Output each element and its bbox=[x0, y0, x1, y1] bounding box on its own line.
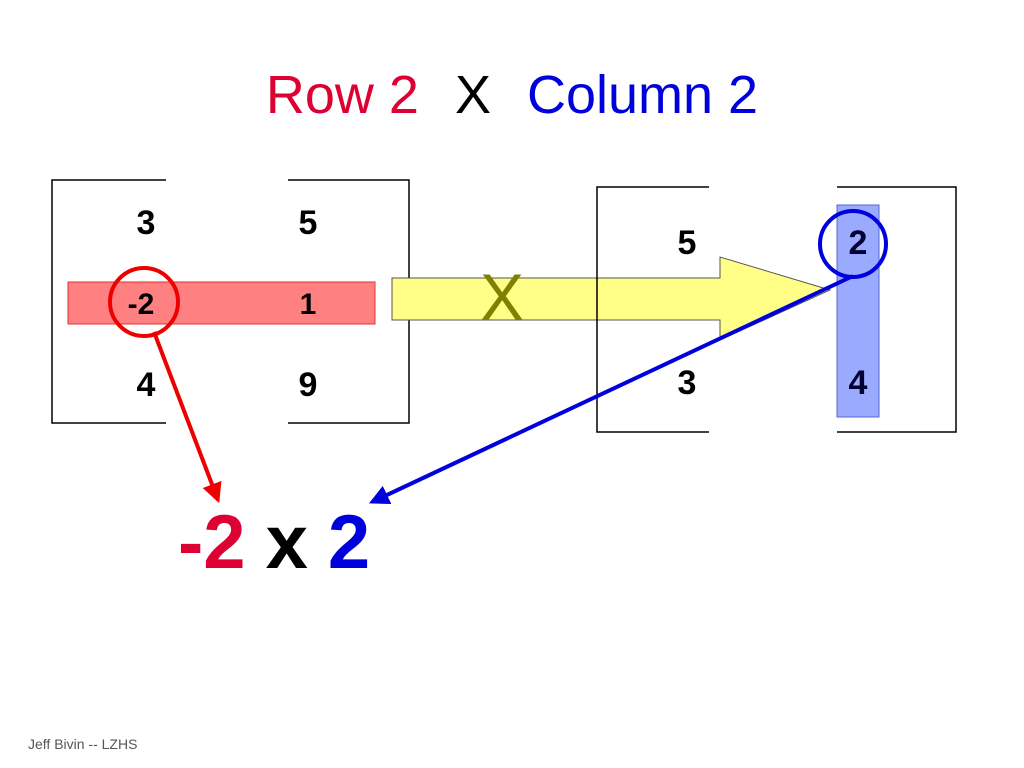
matrix-a-cell: 4 bbox=[137, 366, 156, 404]
matrix-b-left-bracket bbox=[596, 186, 709, 433]
title-row-text: Row 2 bbox=[265, 65, 419, 125]
row-element-circle bbox=[108, 266, 180, 338]
highlighted-column-bar bbox=[836, 204, 880, 418]
matrix-b-right-bracket bbox=[837, 186, 957, 433]
row-element-pointer-arrow bbox=[152, 331, 222, 504]
product-right-factor: 2 bbox=[327, 500, 371, 585]
row-to-column-arrow bbox=[391, 256, 832, 341]
matrix-a-cell: 5 bbox=[299, 204, 318, 242]
matrix-b-cell: 3 bbox=[678, 364, 697, 402]
product-operator: x bbox=[265, 500, 308, 585]
multiply-operator: X bbox=[480, 260, 524, 334]
title-column-text: Column 2 bbox=[526, 65, 759, 125]
title-times-text: X bbox=[454, 65, 491, 125]
matrix-b-cell: 5 bbox=[678, 224, 697, 262]
highlighted-row-bar bbox=[67, 281, 376, 325]
slide-title: Row 2 X Column 2 bbox=[0, 60, 1024, 130]
matrix-b-cell: 4 bbox=[849, 364, 868, 402]
matrix-a-cell: 1 bbox=[300, 288, 317, 321]
matrix-a-left-bracket bbox=[51, 179, 166, 424]
footer-credit: Jeff Bivin -- LZHS bbox=[28, 736, 138, 752]
product-left-factor: -2 bbox=[178, 500, 246, 585]
matrix-a-cell: -2 bbox=[128, 288, 155, 321]
column-element-pointer-arrow bbox=[368, 274, 854, 504]
matrix-a-cell: 3 bbox=[137, 204, 156, 242]
matrix-a-cell: 9 bbox=[299, 366, 318, 404]
matrix-b-cell: 2 bbox=[849, 224, 868, 262]
